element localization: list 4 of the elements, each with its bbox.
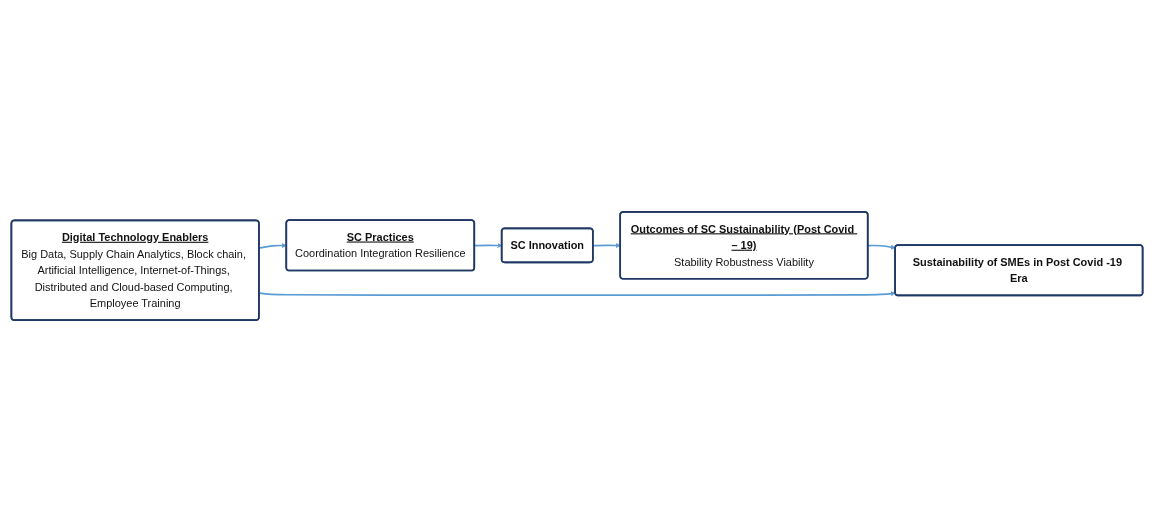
- arrow: [867, 244, 896, 250]
- arrow: [258, 290, 896, 296]
- arrow: [592, 242, 621, 248]
- arrow: [258, 242, 287, 249]
